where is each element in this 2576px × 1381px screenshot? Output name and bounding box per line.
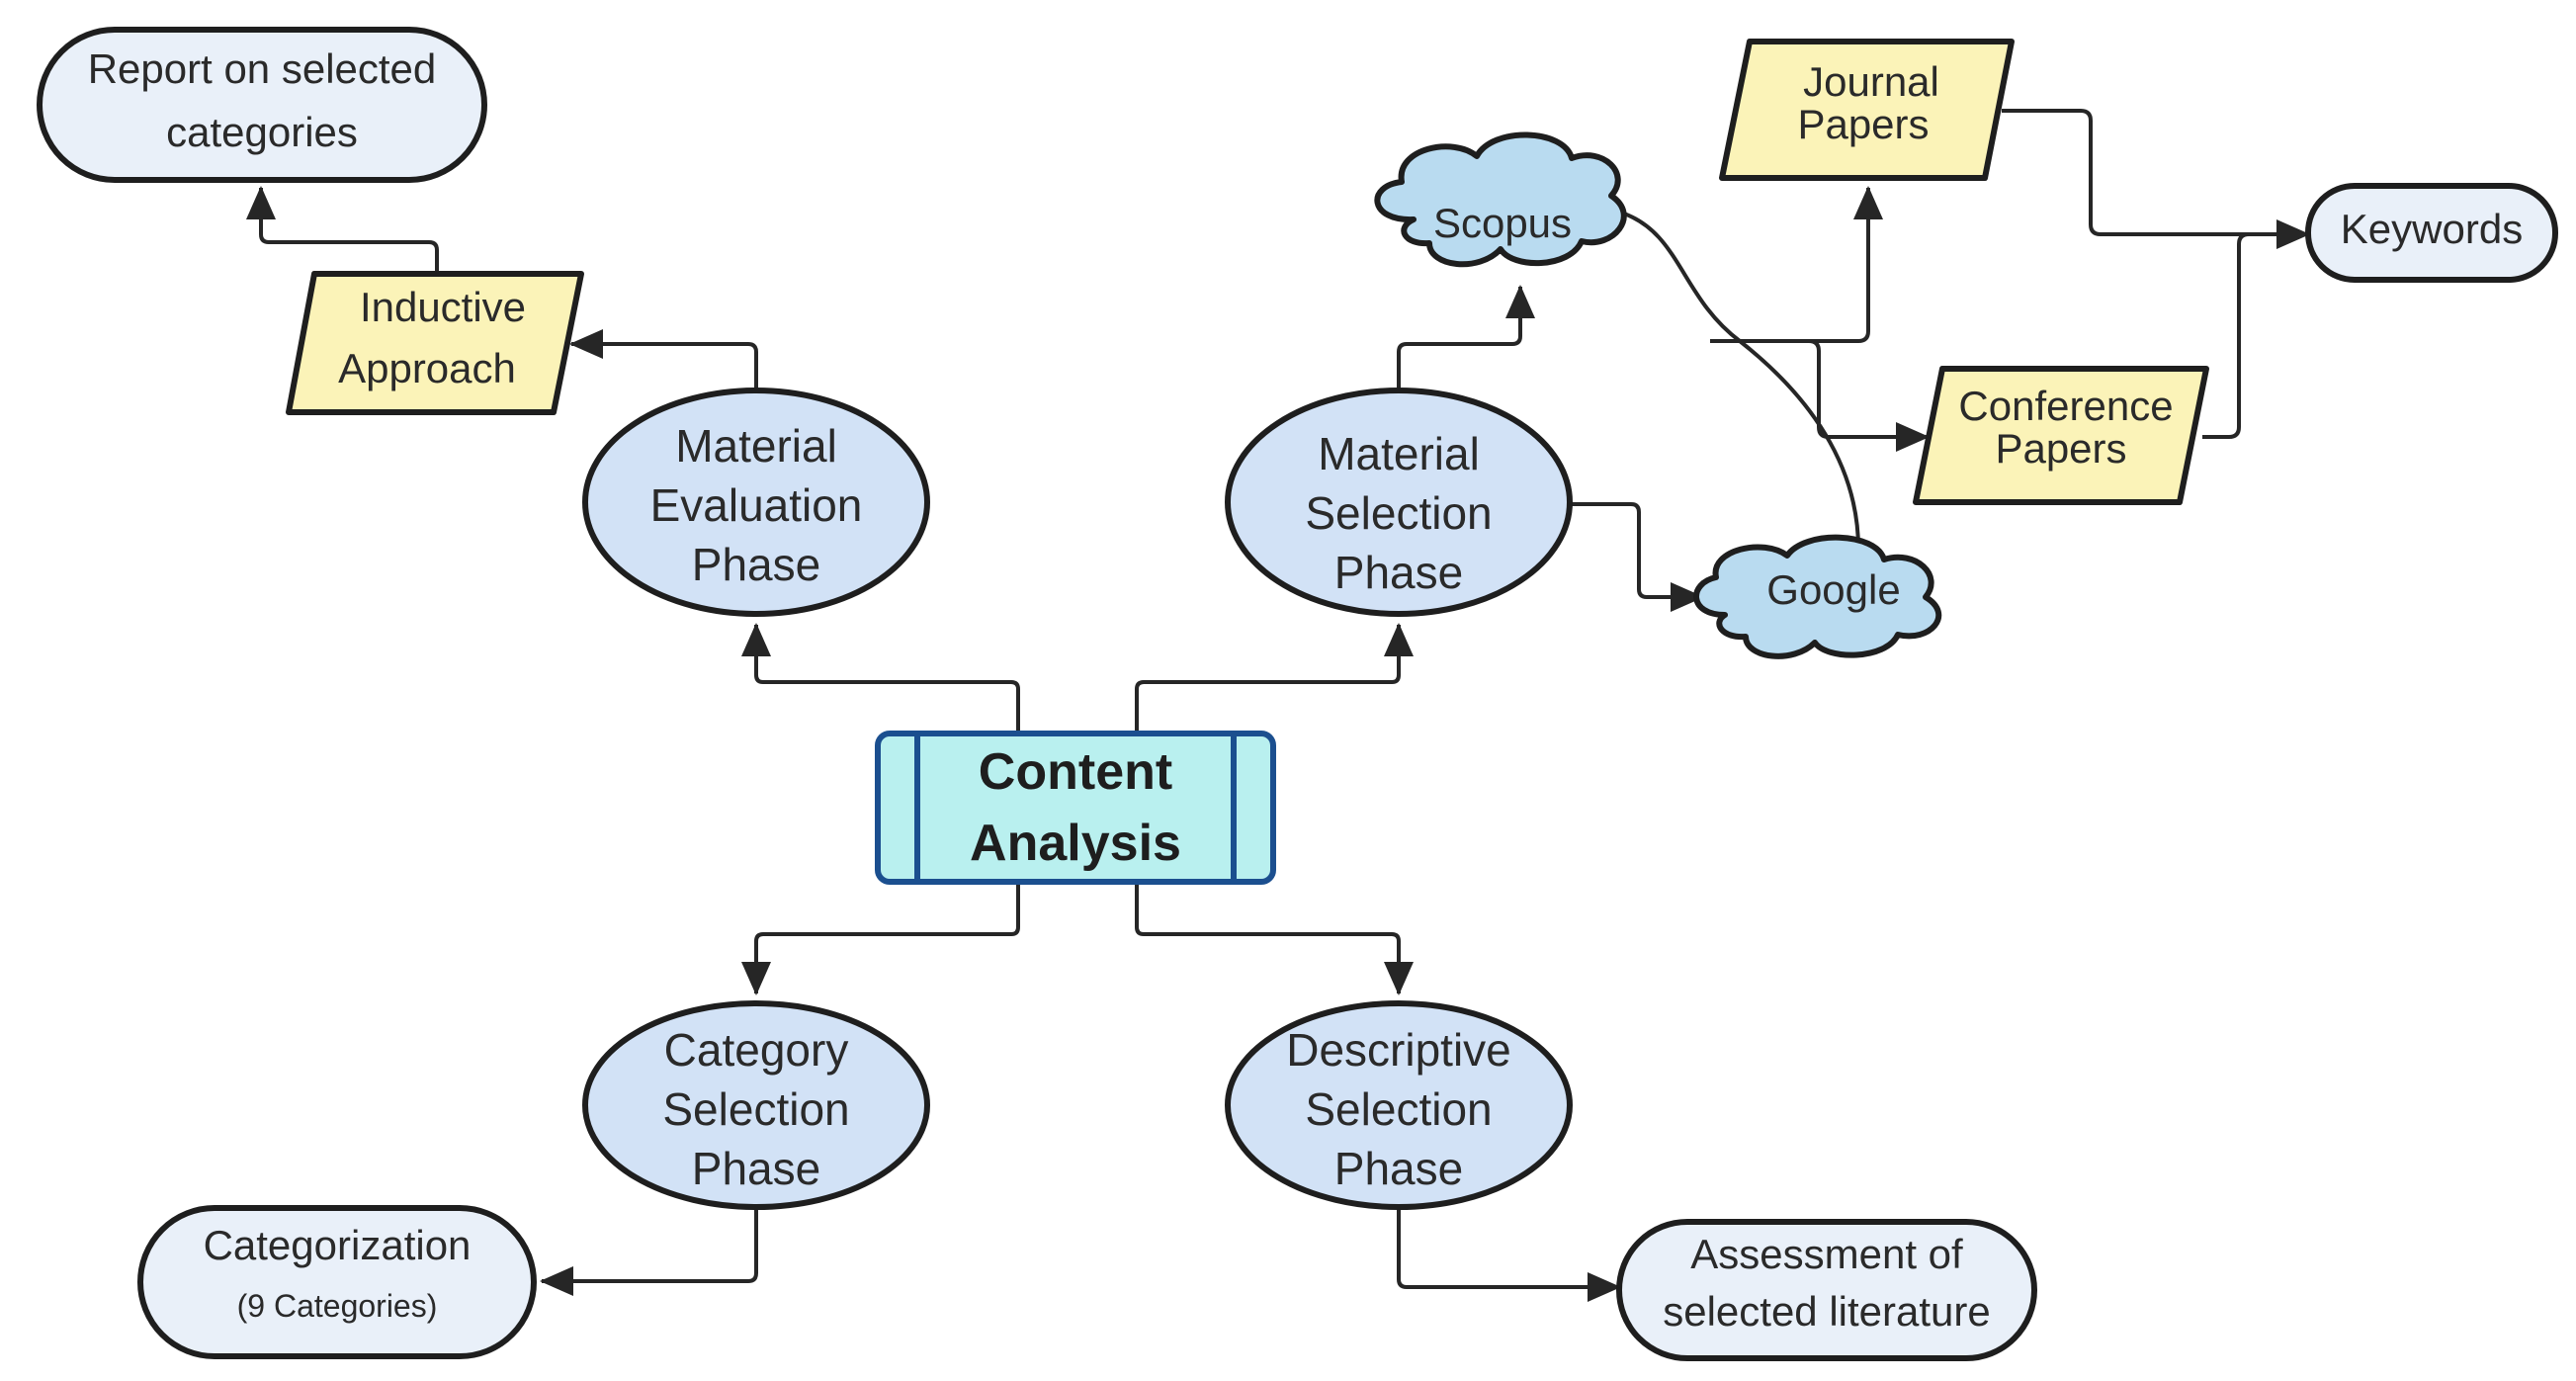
material-selection-line1: Material <box>1318 428 1480 479</box>
scopus-label: Scopus <box>1433 200 1572 246</box>
google-cloud-node[interactable]: Google <box>1693 534 1942 659</box>
journal-line1: Journal <box>1803 58 1939 105</box>
descriptive-selection-phase-node[interactable]: Descriptive Selection Phase <box>1225 1000 1573 1210</box>
material-evaluation-phase-node[interactable]: Material Evaluation Phase <box>582 388 930 617</box>
material-selection-line3: Phase <box>1334 547 1463 598</box>
edge-center-to-category-selection <box>741 885 1020 995</box>
edge-inductive-to-report <box>246 186 439 272</box>
categorization-line2: (9 Categories) <box>237 1288 438 1324</box>
material-evaluation-line1: Material <box>675 420 837 472</box>
conference-line2: Papers <box>1995 425 2126 472</box>
material-evaluation-line2: Evaluation <box>650 479 863 531</box>
categorization-line1: Categorization <box>204 1222 472 1268</box>
report-line2: categories <box>166 109 358 155</box>
material-selection-line2: Selection <box>1305 487 1492 539</box>
journal-line2: Papers <box>1797 101 1929 147</box>
category-selection-line2: Selection <box>662 1083 849 1135</box>
edge-center-to-material-selection <box>1135 623 1414 732</box>
assessment-node[interactable]: Assessment of selected literature <box>1616 1219 2037 1361</box>
conference-papers-node[interactable]: Conference Papers <box>1913 366 2209 505</box>
descriptive-selection-line1: Descriptive <box>1286 1024 1511 1076</box>
report-line1: Report on selected <box>88 45 437 92</box>
category-selection-line3: Phase <box>692 1143 820 1194</box>
inductive-line2: Approach <box>338 345 516 391</box>
edge-category-to-categorization <box>540 1208 758 1296</box>
edge-journal-to-keywords <box>2002 109 2310 249</box>
inductive-approach-node[interactable]: Inductive Approach <box>286 271 584 415</box>
connectors <box>246 109 2310 1302</box>
descriptive-selection-line3: Phase <box>1334 1143 1463 1194</box>
google-label: Google <box>1766 566 1900 613</box>
keywords-label: Keywords <box>2341 206 2523 252</box>
assessment-line1: Assessment of <box>1690 1231 1963 1277</box>
edge-center-to-material-evaluation <box>741 623 1020 732</box>
scopus-cloud-node[interactable]: Scopus <box>1374 131 1627 268</box>
inductive-line1: Inductive <box>360 284 526 330</box>
content-analysis-node[interactable]: Content Analysis <box>875 731 1276 885</box>
material-evaluation-line3: Phase <box>692 539 820 590</box>
keywords-node[interactable]: Keywords <box>2305 183 2558 283</box>
material-selection-phase-node[interactable]: Material Selection Phase <box>1225 388 1573 617</box>
edge-branch-to-journal <box>1710 186 1883 343</box>
content-analysis-label-line1: Content <box>979 743 1172 801</box>
edge-material-selection-to-google <box>1568 502 1704 612</box>
journal-papers-node[interactable]: Journal Papers <box>1719 39 2015 181</box>
content-analysis-label-line2: Analysis <box>970 815 1181 872</box>
edge-center-to-descriptive-selection <box>1135 885 1414 995</box>
edge-material-evaluation-to-inductive <box>569 329 758 390</box>
edge-descriptive-to-assessment <box>1397 1208 1621 1302</box>
category-selection-line1: Category <box>664 1024 849 1076</box>
edge-branch-to-conference <box>1808 339 1930 452</box>
edge-material-selection-to-scopus <box>1397 285 1535 390</box>
category-selection-phase-node[interactable]: Category Selection Phase <box>582 1000 930 1210</box>
categorization-node[interactable]: Categorization (9 Categories) <box>137 1205 537 1359</box>
descriptive-selection-line2: Selection <box>1305 1083 1492 1135</box>
report-node[interactable]: Report on selected categories <box>37 27 487 183</box>
edge-conference-to-keywords <box>2202 232 2274 439</box>
conference-line1: Conference <box>1958 383 2173 429</box>
assessment-line2: selected literature <box>1663 1288 1991 1335</box>
edge-scopus-google-link <box>1620 211 1860 550</box>
